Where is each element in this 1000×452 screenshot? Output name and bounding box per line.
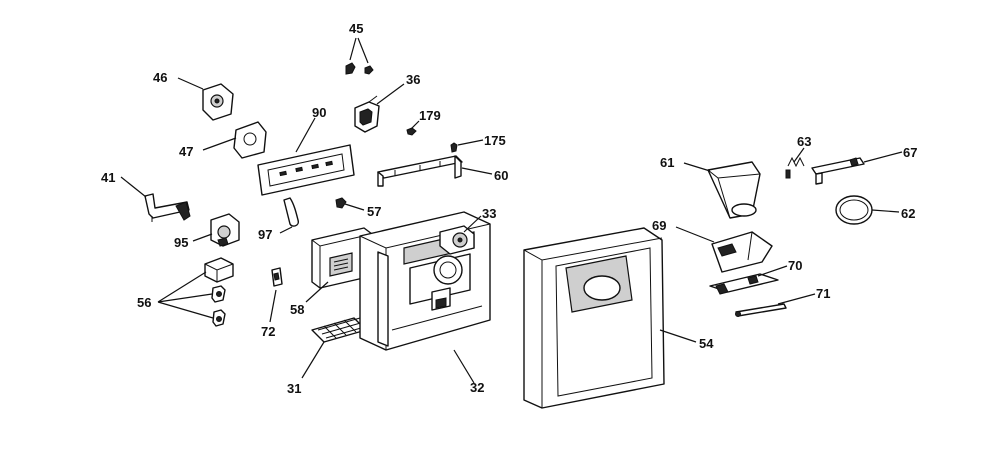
leader-62: [871, 209, 900, 213]
leader-46: [177, 77, 204, 90]
callout-62: 62: [901, 206, 915, 221]
leader-57: [344, 203, 365, 211]
leader-61: [683, 162, 711, 172]
part-97-clip[interactable]: [283, 197, 300, 227]
callout-46: 46: [153, 70, 167, 85]
leader-54: [659, 329, 697, 343]
leader-33: [463, 215, 482, 233]
part-46-control-knob[interactable]: [202, 83, 234, 121]
leader-72: [269, 289, 277, 323]
callout-33: 33: [482, 206, 496, 221]
part-62-gasket-ring[interactable]: [835, 195, 873, 225]
leader-56: [157, 271, 214, 319]
part-67-door-bracket[interactable]: [811, 157, 865, 185]
callout-179: 179: [419, 108, 441, 123]
callout-31: 31: [287, 381, 301, 396]
leader-45: [349, 37, 369, 64]
leader-47: [202, 137, 237, 151]
callout-54: 54: [699, 336, 714, 351]
part-57-screw[interactable]: [335, 197, 347, 209]
leader-175: [457, 139, 484, 146]
part-95-solenoid[interactable]: [210, 213, 240, 247]
callout-175: 175: [484, 133, 506, 148]
callout-58: 58: [290, 302, 304, 317]
part-47-bezel[interactable]: [233, 121, 267, 159]
leader-36: [376, 83, 405, 105]
callout-60: 60: [494, 168, 508, 183]
part-90-control-panel[interactable]: [257, 144, 355, 196]
part-70-actuator-lever[interactable]: [709, 273, 779, 295]
part-41-lever-arm[interactable]: [144, 193, 191, 222]
callout-71: 71: [816, 286, 830, 301]
leader-32: [453, 349, 475, 384]
part-36-actuator[interactable]: [354, 95, 380, 133]
leader-179: [410, 120, 420, 130]
callout-72: 72: [261, 324, 275, 339]
leader-95: [192, 233, 213, 242]
part-69-door-flap[interactable]: [711, 231, 773, 273]
leader-70: [757, 265, 788, 277]
leader-31: [301, 341, 325, 379]
part-60-bracket[interactable]: [377, 155, 463, 187]
part-72-plate[interactable]: [271, 267, 283, 287]
part-61-ice-chute[interactable]: [707, 161, 761, 219]
callout-45: 45: [349, 21, 363, 36]
callout-57: 57: [367, 204, 381, 219]
part-63-spring[interactable]: [785, 156, 805, 179]
part-45-screws[interactable]: [345, 62, 374, 75]
leader-41: [120, 176, 147, 198]
leader-69: [675, 226, 715, 243]
part-33-auger-motor[interactable]: [439, 225, 475, 255]
leader-71: [777, 293, 816, 305]
callout-63: 63: [797, 134, 811, 149]
leader-60: [461, 167, 493, 175]
leader-90: [295, 117, 316, 153]
callout-97: 97: [258, 227, 272, 242]
part-71-rod[interactable]: [735, 303, 787, 317]
leader-58: [305, 281, 329, 303]
leader-63: [793, 147, 805, 163]
leader-67: [863, 151, 903, 163]
part-56-lamp-set[interactable]: [204, 257, 234, 327]
callout-69: 69: [652, 218, 666, 233]
callout-56: 56: [137, 295, 151, 310]
callout-32: 32: [470, 380, 484, 395]
callout-61: 61: [660, 155, 674, 170]
callout-36: 36: [406, 72, 420, 87]
callout-90: 90: [312, 105, 326, 120]
part-54-front-panel[interactable]: [523, 227, 665, 409]
callout-95: 95: [174, 235, 188, 250]
callout-70: 70: [788, 258, 802, 273]
part-58-sub-housing[interactable]: [311, 227, 373, 289]
leader-97: [279, 226, 293, 234]
callout-47: 47: [179, 144, 193, 159]
callout-41: 41: [101, 170, 115, 185]
part-175-screw[interactable]: [450, 142, 458, 153]
callout-67: 67: [903, 145, 917, 160]
